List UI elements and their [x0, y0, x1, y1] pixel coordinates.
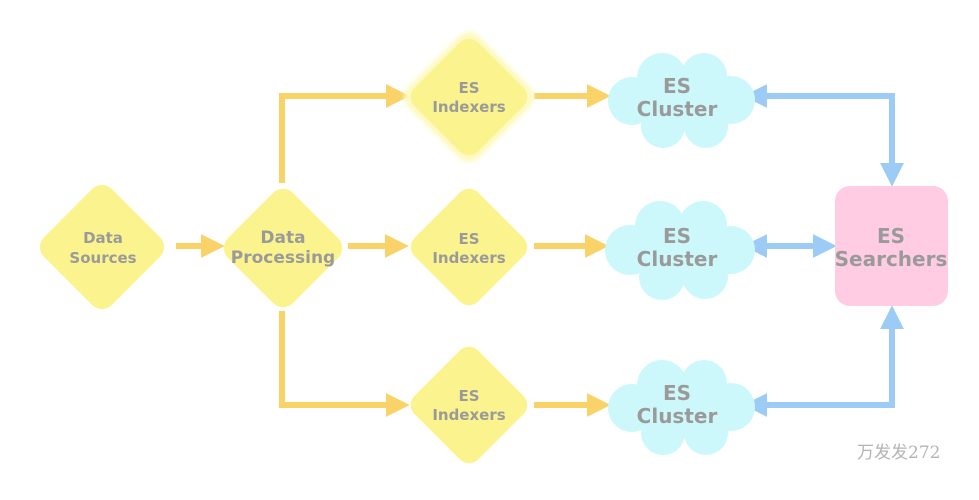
- es-cluster-bottom-line2: Cluster: [637, 404, 718, 428]
- es-cluster-bottom-line1: ES: [663, 381, 691, 405]
- es-cluster-middle-line1: ES: [663, 224, 691, 248]
- es-indexers-node-top: ES Indexers: [404, 32, 534, 162]
- arrow-bottom-cluster-searchers: [743, 305, 904, 417]
- es-cluster-middle-line2: Cluster: [637, 247, 718, 271]
- data-processing-line2: Processing: [231, 248, 335, 268]
- es-indexers-top-line1: ES: [458, 79, 479, 97]
- es-indexers-middle-line1: ES: [458, 230, 479, 248]
- blue-connectors: [743, 84, 904, 417]
- arrow-processing-to-top-indexers: [279, 84, 410, 183]
- es-cluster-node-bottom: ES Cluster: [608, 360, 755, 455]
- es-indexers-node-bottom: ES Indexers: [410, 346, 528, 464]
- es-cluster-node-middle: ES Cluster: [605, 201, 755, 300]
- data-processing-line1: Data: [260, 228, 305, 248]
- es-cluster-node-top: ES Cluster: [608, 53, 755, 148]
- es-indexers-bottom-line2: Indexers: [432, 406, 505, 424]
- es-indexers-top-line2: Indexers: [432, 98, 505, 116]
- es-searchers-node: ES Searchers: [835, 186, 948, 306]
- es-indexers-bottom-line1: ES: [458, 387, 479, 405]
- arrow-processing-to-bottom-indexers: [279, 311, 410, 417]
- watermark-text: 万发发272: [857, 443, 941, 463]
- data-sources-node: Data Sources: [39, 184, 165, 310]
- es-searchers-line1: ES: [877, 224, 905, 248]
- data-sources-line1: Data: [83, 229, 123, 247]
- es-cluster-top-line2: Cluster: [637, 97, 718, 121]
- es-indexers-middle-line2: Indexers: [432, 249, 505, 267]
- es-searchers-line2: Searchers: [835, 247, 948, 271]
- es-indexers-node-middle: ES Indexers: [410, 188, 528, 306]
- arrow-top-cluster-searchers: [743, 84, 904, 187]
- es-cluster-top-line1: ES: [663, 74, 691, 98]
- yellow-connectors: [176, 84, 611, 417]
- data-sources-line2: Sources: [69, 249, 136, 267]
- data-processing-node: Data Processing: [223, 188, 343, 308]
